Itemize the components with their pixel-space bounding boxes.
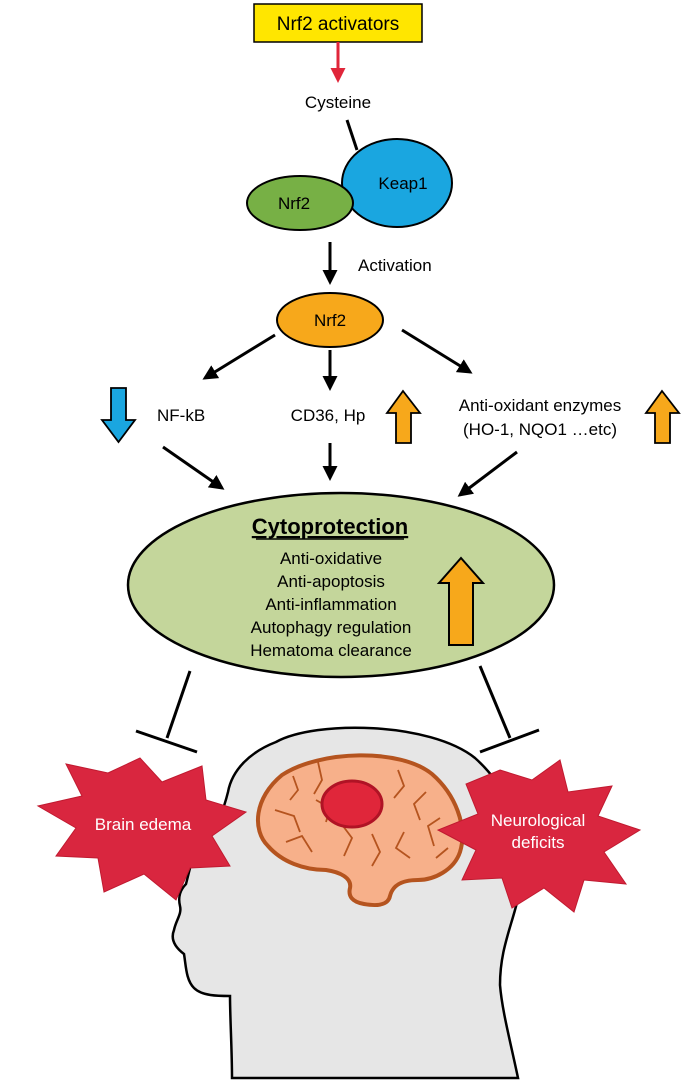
inhibition-right [478,665,540,754]
neurological-deficits-label-line1: Neurological [491,811,586,830]
antioxidant-to-cytoprotection-arrow [457,450,518,497]
decrease-arrow-icon [100,387,137,444]
cytoprotection-item: Anti-apoptosis [277,572,385,591]
neurological-deficits-burst: Neurological deficits [436,759,642,913]
cytoprotection-item: Hematoma clearance [250,641,412,660]
antioxidant-label-line1: Anti-oxidant enzymes [459,396,622,415]
nrf2-active-node: Nrf2 [276,292,384,348]
nrf2-active-label: Nrf2 [314,311,346,330]
increase-arrow-icon [436,556,486,646]
brain-edema-burst: Brain edema [36,757,248,901]
antioxidant-label-line2: (HO-1, NQO1 …etc) [463,420,617,439]
cysteine-keap1-link [345,119,359,151]
cytoprotection-title: Cytoprotection [252,514,408,539]
arrow-to-nfkb [202,333,276,380]
cytoprotection-item: Anti-inflammation [265,595,396,614]
cd36-label: CD36, Hp [291,406,366,425]
keap1-label: Keap1 [378,174,427,193]
cytoprotection-item: Autophagy regulation [251,618,412,637]
nfkb-to-cytoprotection-arrow [162,445,225,490]
cysteine-label: Cysteine [305,93,371,112]
arrow-to-antioxidant [401,328,473,374]
neurological-deficits-label-line2: deficits [512,833,565,852]
brain [255,753,465,907]
inhibition-left [135,670,198,754]
cytoprotection-node: Cytoprotection Anti-oxidative Anti-apopt… [126,491,556,679]
nfkb-label: NF-kB [157,406,205,425]
increase-arrow-icon [385,389,422,444]
activation-label: Activation [358,256,432,275]
nrf2-bound-node: Nrf2 [246,175,354,231]
nrf2-bound-label: Nrf2 [278,194,310,213]
cytoprotection-item: Anti-oxidative [280,549,382,568]
nrf2-activators-label: Nrf2 activators [277,14,399,35]
increase-arrow-icon [644,389,681,444]
brain-edema-label: Brain edema [95,815,192,834]
hemorrhage [320,779,384,829]
keap1-node: Keap1 [341,138,453,228]
nrf2-activators-box: Nrf2 activators [253,3,423,43]
